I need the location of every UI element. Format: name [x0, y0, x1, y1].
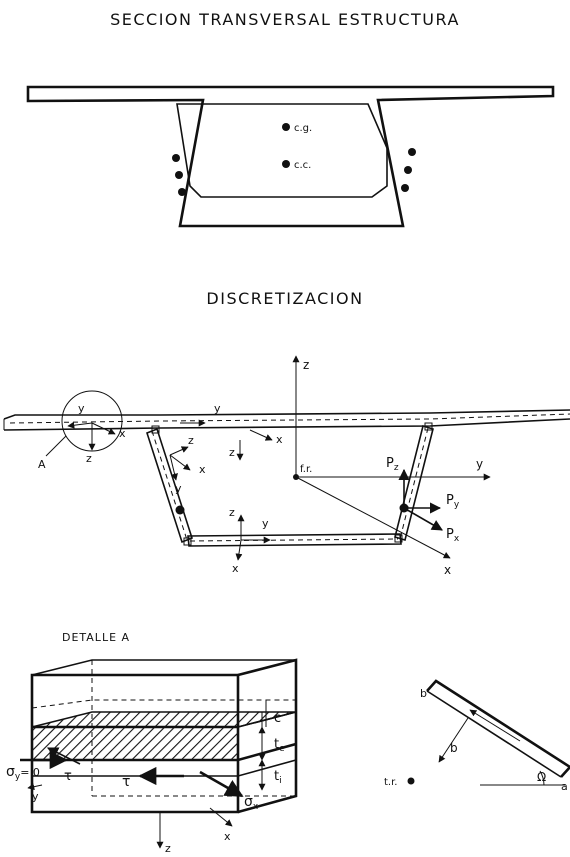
- slab-z-label: z: [229, 446, 235, 459]
- girder-outline: [26, 85, 555, 228]
- wall-detail-drawing: b b t.r. Ω a: [384, 679, 570, 793]
- tau-left-arrow: [46, 747, 81, 765]
- slab-x-arrow: [249, 429, 273, 441]
- global-x-label: x: [444, 563, 451, 577]
- te-label: te: [274, 737, 285, 754]
- px-label: Px: [446, 527, 460, 544]
- web-x-label: x: [199, 463, 206, 476]
- wall-element: [426, 679, 570, 778]
- web-z-arrow: [169, 446, 189, 456]
- node-top-left: [151, 425, 160, 434]
- wall-a-label: a: [561, 780, 568, 793]
- tendon-left-2: [175, 171, 183, 179]
- wall-angle-arc: [539, 770, 545, 786]
- web-y-arrow: [169, 454, 178, 481]
- cg-point: [282, 123, 290, 131]
- cc-label: c.c.: [294, 160, 311, 171]
- node-bottom-right: [394, 534, 403, 543]
- detail-a-leader: [45, 435, 67, 457]
- block-top-face: [31, 659, 297, 676]
- wall-b-label: b: [420, 687, 427, 700]
- web-z-label: z: [188, 434, 194, 447]
- web-y-label: y: [175, 482, 182, 495]
- cg-label: c.g.: [294, 123, 312, 134]
- tendon-right-1: [408, 148, 416, 156]
- global-y-label: y: [476, 457, 483, 471]
- detail-block-drawing: c te ti σy= 0 τ y τ σx z x: [6, 658, 298, 855]
- local-x-arrow: [91, 422, 116, 435]
- right-web-midline: [399, 427, 429, 540]
- detail-title: DETALLE A: [62, 631, 131, 644]
- local-x-label: x: [119, 427, 126, 440]
- wall-tr-label: t.r.: [384, 777, 397, 788]
- local-y-arrow: [67, 421, 93, 429]
- local-z-label: z: [86, 452, 92, 465]
- fr-label: f.r.: [300, 464, 312, 475]
- section-title: SECCION TRANSVERSAL ESTRUCTURA: [110, 10, 460, 29]
- wall-direction-arrow: [469, 709, 521, 742]
- tendon-right-3: [401, 184, 409, 192]
- discretization-title: DISCRETIZACION: [206, 289, 364, 308]
- node-top-right: [424, 422, 433, 431]
- sigma-x-label: σx: [244, 794, 259, 812]
- bottom-x-arrow: [235, 539, 243, 561]
- left-web: [146, 427, 193, 544]
- layer-bottom-line: [32, 759, 297, 777]
- detail-x-label: x: [224, 830, 231, 843]
- web-x-arrow: [169, 454, 191, 471]
- ti-label: ti: [274, 769, 282, 786]
- top-slab-midline: [9, 413, 570, 424]
- tau-bottom-label: τ: [122, 774, 130, 790]
- c-label: c: [274, 711, 281, 726]
- tendon-left-3: [178, 188, 186, 196]
- block-hidden-midplane: [31, 699, 296, 709]
- detail-a-marker: A: [38, 458, 46, 471]
- discretization-drawing: A z y x y z x z x y z y: [3, 355, 570, 577]
- slab-y-label: y: [214, 402, 221, 415]
- detail-z-label: z: [165, 842, 171, 855]
- left-web-midline: [151, 430, 188, 541]
- cross-section-drawing: c.g. c.c.: [26, 85, 555, 228]
- local-y-label: y: [78, 402, 85, 415]
- sigma-y-label: σy= 0: [6, 764, 40, 782]
- box-void: [176, 103, 388, 198]
- omega-label: Ω: [537, 770, 546, 784]
- global-x-axis: [295, 476, 451, 559]
- global-z-label: z: [303, 358, 309, 372]
- top-slab: [3, 409, 570, 431]
- sigma-x-arrow: [199, 770, 244, 798]
- bottom-z-label: z: [229, 506, 235, 519]
- node-bottom-left: [183, 537, 192, 546]
- detail-x-arrow: [209, 807, 233, 827]
- hatched-layer: [32, 712, 296, 760]
- bottom-slab-midline: [189, 538, 399, 542]
- wall-inner-edge: [426, 690, 562, 778]
- left-web-tendon: [175, 505, 185, 515]
- bottom-x-label: x: [232, 562, 239, 575]
- pz-label: Pz: [386, 456, 399, 473]
- wall-b-dir-label: b: [450, 741, 458, 755]
- slab-x-label: x: [276, 433, 283, 446]
- px-arrow: [403, 507, 443, 531]
- tau-left-label: τ: [64, 769, 72, 784]
- layer-side-edges: [237, 710, 297, 760]
- wall-normal-arrow: [438, 717, 469, 763]
- detail-y-arrow: [27, 783, 43, 791]
- detail-a-circle: [61, 390, 123, 452]
- bottom-y-label: y: [262, 517, 269, 530]
- py-label: Py: [446, 493, 460, 510]
- bottom-slab: [187, 533, 402, 547]
- block-right-face: [237, 658, 298, 814]
- detail-y-label: y: [32, 790, 39, 803]
- tendon-left-1: [172, 154, 180, 162]
- wall-tr-point: [407, 777, 415, 785]
- tendon-right-2: [404, 166, 412, 174]
- cc-point: [282, 160, 290, 168]
